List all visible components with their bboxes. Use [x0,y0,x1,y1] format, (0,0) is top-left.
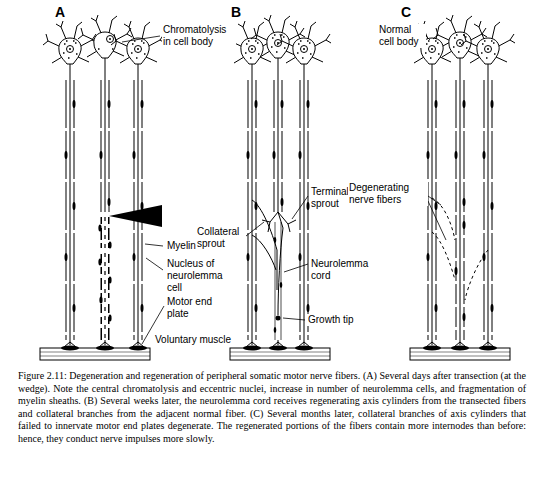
leader-line [246,222,264,236]
leader-lines [122,34,446,344]
collateral-sprout [252,200,277,290]
muscle-striation [410,352,510,356]
motor-end-plate [423,340,441,351]
neuron-cell-body [277,21,331,64]
part-label: Myelin [166,240,197,252]
fragmented-myelin [102,217,108,340]
leader-line [146,258,163,270]
growth-tip [276,316,281,321]
degenerating-fiber [98,217,111,340]
neurolemma-nucleus [280,282,283,288]
neurolemma-cord [274,222,283,340]
nerve-fiber [483,58,494,340]
degenerating-collateral [432,198,488,300]
motor-end-plate [61,340,79,351]
motor-end-plate [269,340,287,351]
motor-end-plate [479,340,497,351]
leader-line [145,244,163,246]
leader-line [428,196,441,205]
motor-end-plate [129,340,147,351]
neurolemma-nucleus [274,327,277,333]
part-label: Chromatolysis in cell body [162,24,236,48]
part-label: Degenerating nerve fibers [348,182,428,206]
neurolemma-nucleus [455,267,458,275]
motor-end-plate [96,340,114,351]
neuron-cell-body [111,21,165,64]
nerve-fiber [247,58,258,340]
leader-line [428,201,446,240]
leader-line [122,36,160,42]
muscle-striation [230,352,330,356]
muscle-striation [40,352,150,356]
neurolemma-nucleus [99,297,102,304]
part-label: Neurolemma cord [310,258,374,282]
neurolemma-nucleus [108,242,111,249]
neuron-cell-body [461,21,515,64]
leader-line [283,318,305,320]
part-label: Normal cell body [378,24,426,48]
nerve-fiber [299,58,310,340]
figure-caption: Figure 2.11: Degeneration and regenerati… [18,370,526,445]
panel-letter: A [54,4,66,20]
nerve-fiber [133,58,144,340]
regenerated-fiber [455,212,466,340]
motor-end-plate [295,340,313,351]
part-label: Motor end plate [166,296,220,320]
part-label: Nucleus of neurolemma cell [166,258,234,294]
part-label: Voluntary muscle [154,334,232,346]
nerve-fiber [455,58,466,212]
collateral-sprout [252,235,276,270]
neurolemma-nucleus [108,315,111,322]
fragmented-axon [104,217,105,340]
nerve-fiber [65,58,76,340]
fragmented-myelin [101,217,110,340]
panel-letter: C [400,4,412,20]
leader-line [292,196,308,219]
motor-end-plate [243,340,261,351]
neurolemma-nucleus [98,225,101,232]
regenerating-axon [278,228,283,315]
axon [460,212,461,340]
part-label: Growth tip [307,314,355,326]
transection-wedge [109,205,162,227]
motor-end-plate [451,340,469,351]
neurolemma-nucleus [108,277,111,284]
nerve-fiber [100,58,111,212]
neurolemma-nucleus [463,221,466,229]
leader-line [284,264,308,272]
neurolemma-nucleus [98,259,101,266]
neurolemma-nucleus [463,313,466,321]
neuron-cell-body [43,21,97,64]
nerve-fiber [273,58,284,212]
neuron-cell-body [78,15,132,58]
panel-letter: B [230,4,242,20]
part-label: Collateral sprout [196,226,246,250]
